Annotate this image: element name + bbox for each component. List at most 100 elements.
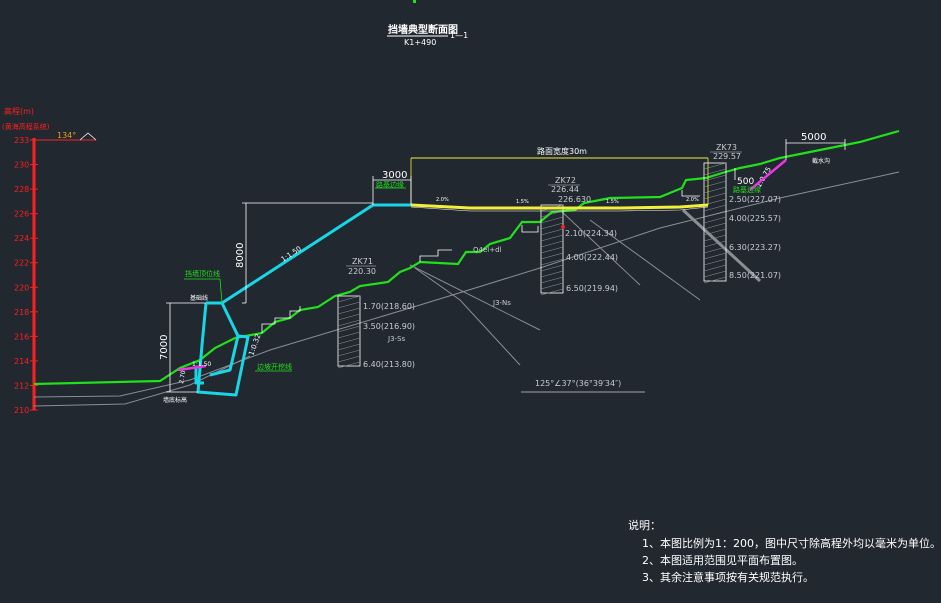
axis-tick-label: 214 <box>14 357 29 366</box>
borehole-depth: 3.50(216.90) <box>363 322 415 331</box>
note-item: 2、本图适用范围见平面布置图。 <box>642 554 803 567</box>
section-tag: 1—1 <box>450 31 468 40</box>
hatch-line <box>337 313 361 321</box>
notes-title: 说明： <box>628 519 661 532</box>
hatch-line <box>703 276 727 284</box>
water-marker <box>561 225 565 229</box>
hatch-line <box>540 252 564 260</box>
hatch-line <box>540 216 564 224</box>
hatch-line <box>540 258 564 266</box>
dim-wall-height: 8000 <box>235 243 246 268</box>
hatch-line <box>703 204 727 212</box>
axis-sublabel: (黄海高程系统) <box>2 122 50 131</box>
stratum-label: J3-Ss <box>387 335 405 343</box>
axis-tick-label: 222 <box>14 259 29 268</box>
hatch-line <box>540 270 564 278</box>
hatch-line <box>540 228 564 236</box>
hatch-line <box>703 162 727 170</box>
axis-tick-label: 230 <box>14 161 29 170</box>
road-surface <box>410 203 709 210</box>
borehole-columns <box>337 162 727 367</box>
hatch-line <box>703 270 727 278</box>
hatch-line <box>703 246 727 254</box>
strata-boundary-4 <box>414 267 521 366</box>
wall-toe <box>194 368 204 385</box>
borehole-top: 226.630 <box>558 195 591 204</box>
anchor-line <box>681 208 762 283</box>
borehole-elevation: 220.30 <box>348 267 376 276</box>
axis-label: 高程(m) <box>4 106 34 116</box>
borehole-depth: 6.30(223.27) <box>729 243 781 252</box>
borehole-id: ZK72 <box>555 176 576 185</box>
strata-boundary-6 <box>559 209 641 286</box>
drawing-title: 挡墙典型断面图 <box>388 23 458 36</box>
stratum-label: Q4el+dl <box>473 246 502 254</box>
hatch-line <box>703 186 727 194</box>
hatch-line <box>337 361 361 369</box>
axis-tick-label: 226 <box>14 210 29 219</box>
hatch-line <box>540 210 564 218</box>
hatch-line <box>540 264 564 272</box>
crossfall-label: 2.0% <box>686 197 699 203</box>
dim-right-small: 500 <box>737 177 754 187</box>
stratum-label: J3-Ns <box>492 299 511 307</box>
slope-lower: 1:0.32 <box>247 333 262 357</box>
hatch-line <box>703 222 727 230</box>
road-width-label: 路面宽度30m <box>537 146 587 156</box>
wall-body <box>196 302 250 397</box>
cross-section-drawing: 挡墙典型断面图 K1+490 1—1 高程(m) (黄海高程系统) 134° 2… <box>2 0 900 415</box>
borehole-depth: 6.40(213.80) <box>363 360 415 369</box>
hatch-line <box>703 264 727 272</box>
angle-mark <box>79 132 97 141</box>
borehole-zk71: ZK71 220.30 1.70(218.60) 3.50(216.90) 6.… <box>346 257 415 369</box>
borehole-depth: 8.50(221.07) <box>729 271 781 280</box>
strata-lines <box>33 171 900 407</box>
strata-boundary-1 <box>33 171 900 398</box>
hatch-line <box>703 192 727 200</box>
hatch-line <box>703 258 727 266</box>
angle-label: 134° <box>57 131 76 140</box>
label-right-top: 截水沟 <box>812 157 830 165</box>
axis-tick-label: 216 <box>14 332 29 341</box>
dim-top-width: 3000 <box>382 170 407 181</box>
hatch-line <box>540 282 564 290</box>
borehole-id: ZK73 <box>716 143 737 152</box>
hatch-line <box>703 216 727 224</box>
annotations: 路基边缘 挡墙顶位线 基础线 墙底标高 边坡开挖线 路基边缘 截水沟 1:1.5… <box>163 157 830 404</box>
wall-inner <box>209 302 240 377</box>
hatch-line <box>540 276 564 284</box>
hatch-line <box>703 228 727 236</box>
hatch-line <box>337 307 361 315</box>
axis-tick-label: 233 <box>14 136 29 145</box>
borehole-zk72: ZK72 226.44 226.630 2.10(224.34) 4.00(22… <box>548 176 618 293</box>
notes-block: 说明： 1、本图比例为1：200，图中尺寸除高程外均以毫米为单位。 2、本图适用… <box>628 517 941 586</box>
label-wall-top: 挡墙顶位线 <box>185 269 220 278</box>
strata-boundary-5 <box>589 219 701 301</box>
label-wall-base: 基础线 <box>190 294 208 302</box>
borehole-depth: 4.00(225.57) <box>729 214 781 223</box>
station-label: K1+490 <box>404 38 436 47</box>
hatch-line <box>703 180 727 188</box>
hatch-line <box>703 240 727 248</box>
hatch-line <box>337 337 361 345</box>
bench-steps <box>261 190 700 333</box>
right-cut-slope <box>749 159 787 191</box>
hatch-line <box>337 301 361 309</box>
hatch-line <box>703 234 727 242</box>
label-lower-toe: 1:1.50 <box>192 361 211 368</box>
axis-tick-label: 212 <box>14 381 29 390</box>
borehole-zk73-column <box>703 162 727 282</box>
axis-tick-label: 218 <box>14 308 29 317</box>
dim-right-width: 5000 <box>801 132 826 143</box>
hatch-line <box>337 355 361 363</box>
hatch-line <box>703 252 727 260</box>
axis-tick-label: 220 <box>14 283 29 292</box>
hatch-line <box>540 240 564 248</box>
borehole-zk72-column <box>540 204 564 294</box>
retaining-wall <box>194 203 411 397</box>
label-lower-mark: 2.70 <box>178 370 187 385</box>
bearing-label: 125°∠37°(36°39′34″) <box>535 379 621 388</box>
hatch-line <box>337 349 361 357</box>
lower-cut-slope <box>177 364 207 372</box>
